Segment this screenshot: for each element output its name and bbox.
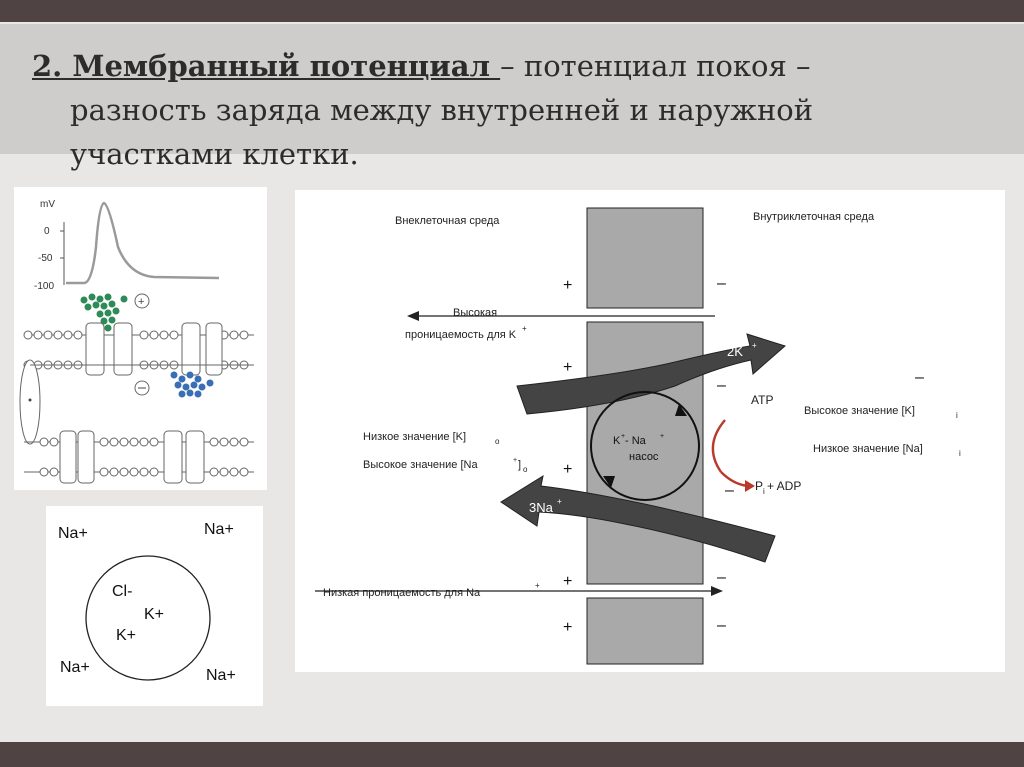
k-label-2: K+ — [116, 627, 136, 644]
title-line-2: разность заряда между внутренней и наруж… — [32, 88, 992, 132]
plus-sign: + — [563, 573, 572, 590]
sup-plus: + — [660, 433, 664, 440]
high-perm-line1: Высокая — [453, 307, 497, 319]
minus-sign: – — [717, 275, 726, 292]
sub-i: i — [959, 449, 961, 458]
k-label-1: K+ — [144, 606, 164, 623]
plus-sign: + — [563, 359, 572, 376]
na-label-bottom-left: Na+ — [60, 659, 90, 676]
sub-o: o — [523, 465, 528, 474]
extracellular-label: Внеклеточная среда — [395, 215, 500, 227]
atp-label: ATP — [751, 393, 773, 407]
tick-0: 0 — [44, 226, 50, 237]
na-label-top-right: Na+ — [204, 521, 234, 538]
sub-i: i — [956, 411, 958, 420]
tick-100: -100 — [34, 281, 54, 292]
minus-sign: – — [725, 482, 734, 499]
na-label-top-left: Na+ — [58, 525, 88, 542]
low-na-inside: Низкое значение [Na] — [813, 443, 923, 455]
sup-plus: + — [752, 341, 757, 350]
pump-label-name: насос — [629, 451, 659, 463]
minus-sign: – — [717, 377, 726, 394]
plus-sign: + — [563, 461, 572, 478]
ion-distribution-figure: Na+ Na+ Na+ Na+ Cl- K+ K+ — [46, 506, 263, 706]
low-k-outside: Низкое значение [K] — [363, 431, 466, 443]
svg-text:+: + — [138, 296, 144, 308]
na-label-bottom-right: Na+ — [206, 667, 236, 684]
pump-label-na: - Na — [625, 435, 647, 447]
title-line-3: участками клетки. — [32, 132, 992, 176]
pi-label: P — [755, 479, 763, 493]
sup-plus: + — [535, 581, 540, 590]
minus-sign: – — [717, 617, 726, 634]
title-rest: – потенциал покоя – — [500, 49, 810, 83]
sup-plus: + — [522, 324, 527, 333]
axis-unit: mV — [40, 199, 55, 210]
k-flux-label: 2K — [727, 344, 743, 359]
plus-sign: + — [563, 277, 572, 294]
membrane-scheme: Внеклеточная среда Внутриклеточная среда… — [295, 190, 1005, 672]
pump-label-k: K — [613, 435, 621, 447]
cl-label: Cl- — [112, 583, 132, 600]
sup-plus: + — [557, 497, 562, 506]
plus-sign: + — [563, 619, 572, 636]
minus-sign: – — [717, 569, 726, 586]
slide-title: 2. Мембранный потенциал – потенциал поко… — [32, 44, 992, 176]
action-potential-figure: mV 0 -50 -100 + — [14, 187, 267, 490]
low-perm-na: Низкая проницаемость для Na — [323, 587, 481, 599]
tick-50: -50 — [38, 253, 53, 264]
sup-plus: + — [513, 457, 517, 464]
sub-o: o — [495, 437, 500, 446]
title-term: 2. Мембранный потенциал — [32, 49, 500, 83]
top-bar — [0, 0, 1024, 22]
pi-subscript: i — [763, 487, 765, 496]
high-k-inside: Высокое значение [K] — [804, 405, 915, 417]
na-flux-label: 3Na — [529, 500, 554, 515]
adp-label: + ADP — [767, 479, 801, 493]
minus-sign: – — [915, 369, 924, 386]
high-na-outside: Высокое значение [Na — [363, 459, 478, 471]
svg-text:]: ] — [518, 459, 521, 471]
high-perm-line2: проницаемость для K — [405, 329, 517, 341]
intracellular-label: Внутриклеточная среда — [753, 211, 875, 223]
bottom-bar — [0, 742, 1024, 767]
